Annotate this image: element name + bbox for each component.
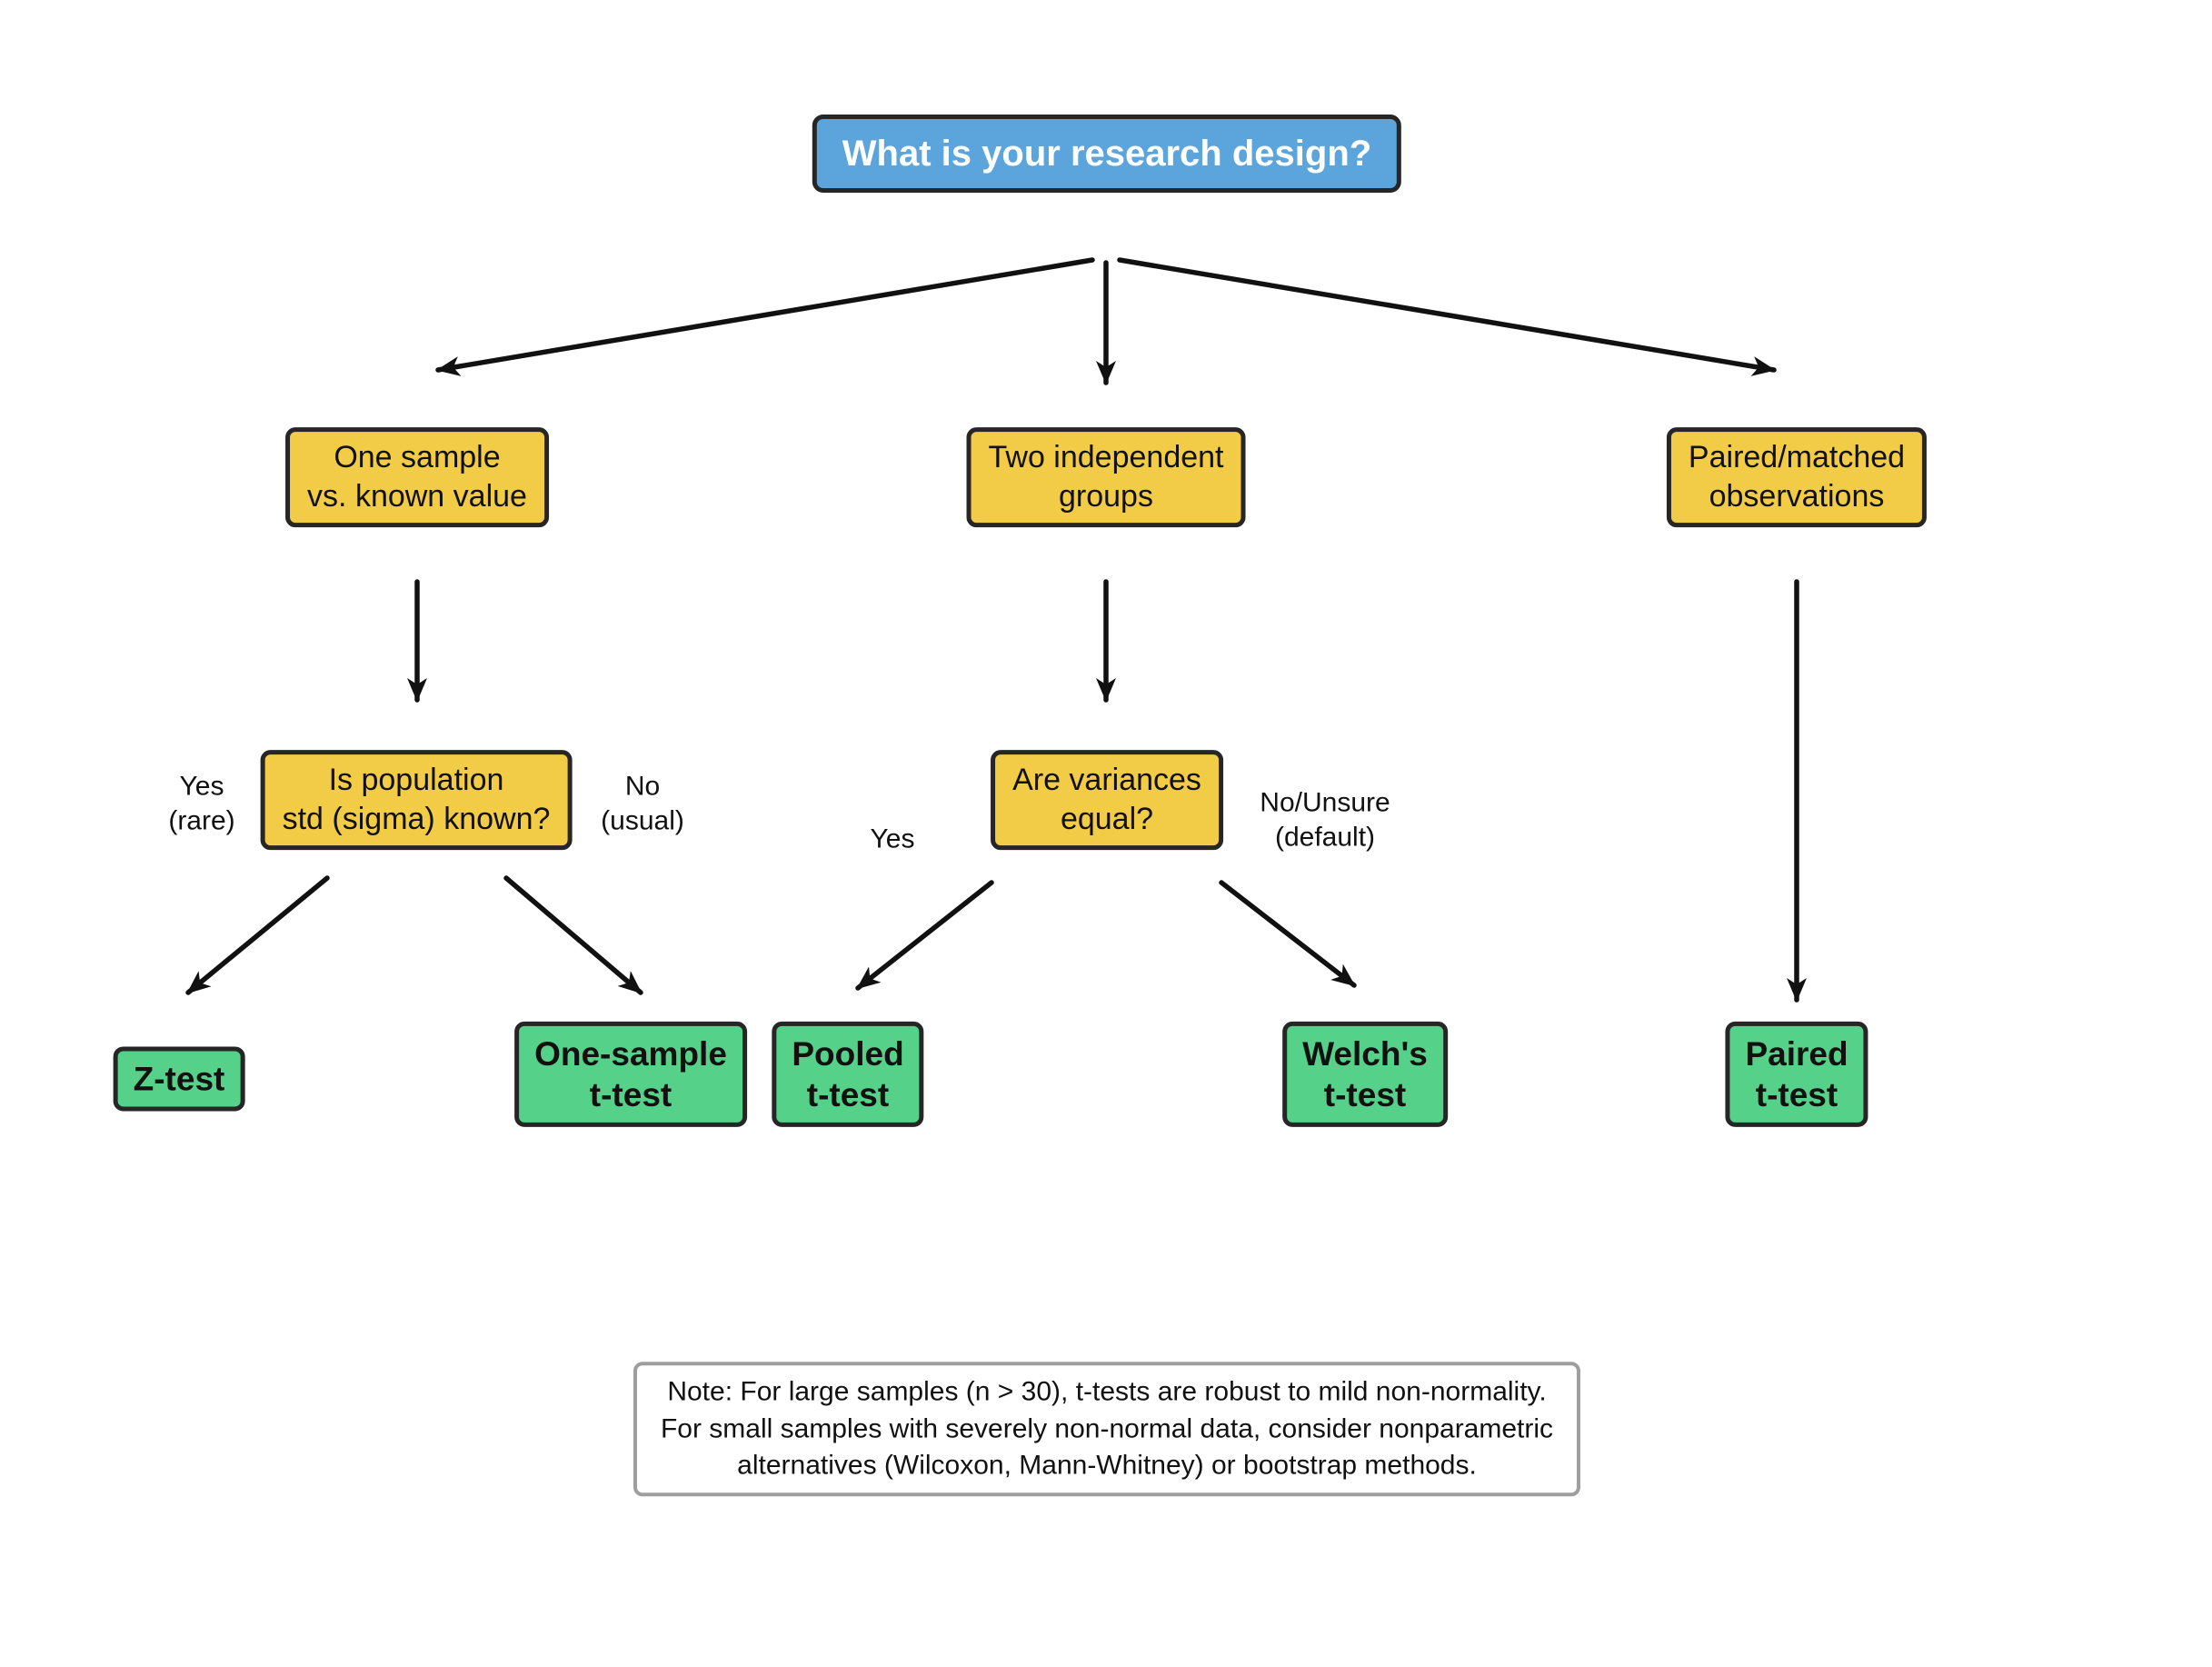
label-variances-no: No/Unsure (default) — [1260, 787, 1390, 853]
edge-variance-no-to-welch-t-test — [1219, 880, 1357, 988]
branch-one-sample-node: One sample vs. known value — [285, 427, 549, 527]
edge-sigma-yes-to-z-test — [185, 875, 330, 995]
result-one-sample-t-node: One-sample t-test — [514, 1021, 747, 1128]
note-box: Note: For large samples (n > 30), t-test… — [633, 1362, 1581, 1496]
edge-sigma-no-to-one-sample-t-test — [503, 875, 643, 995]
label-variances-yes: Yes — [870, 824, 915, 854]
result-pooled-t-node: Pooled t-test — [772, 1021, 924, 1128]
decision-sigma-known-node: Is population std (sigma) known? — [260, 750, 573, 850]
label-sigma-yes: Yes (rare) — [168, 771, 235, 836]
edge-variance-yes-to-pooled-t-test — [855, 880, 994, 991]
edge-root-to-one-sample — [435, 257, 1095, 376]
result-paired-t-node: Paired t-test — [1725, 1021, 1868, 1128]
edge-root-to-paired — [1117, 257, 1777, 376]
root-question-node: What is your research design? — [812, 115, 1402, 193]
result-z-test-node: Z-test — [113, 1046, 245, 1112]
branch-two-groups-node: Two independent groups — [966, 427, 1246, 527]
label-sigma-no: No (usual) — [601, 771, 684, 836]
decision-variances-equal-node: Are variances equal? — [991, 750, 1223, 850]
branch-paired-node: Paired/matched observations — [1666, 427, 1928, 527]
result-welch-t-node: Welch's t-test — [1282, 1021, 1448, 1128]
